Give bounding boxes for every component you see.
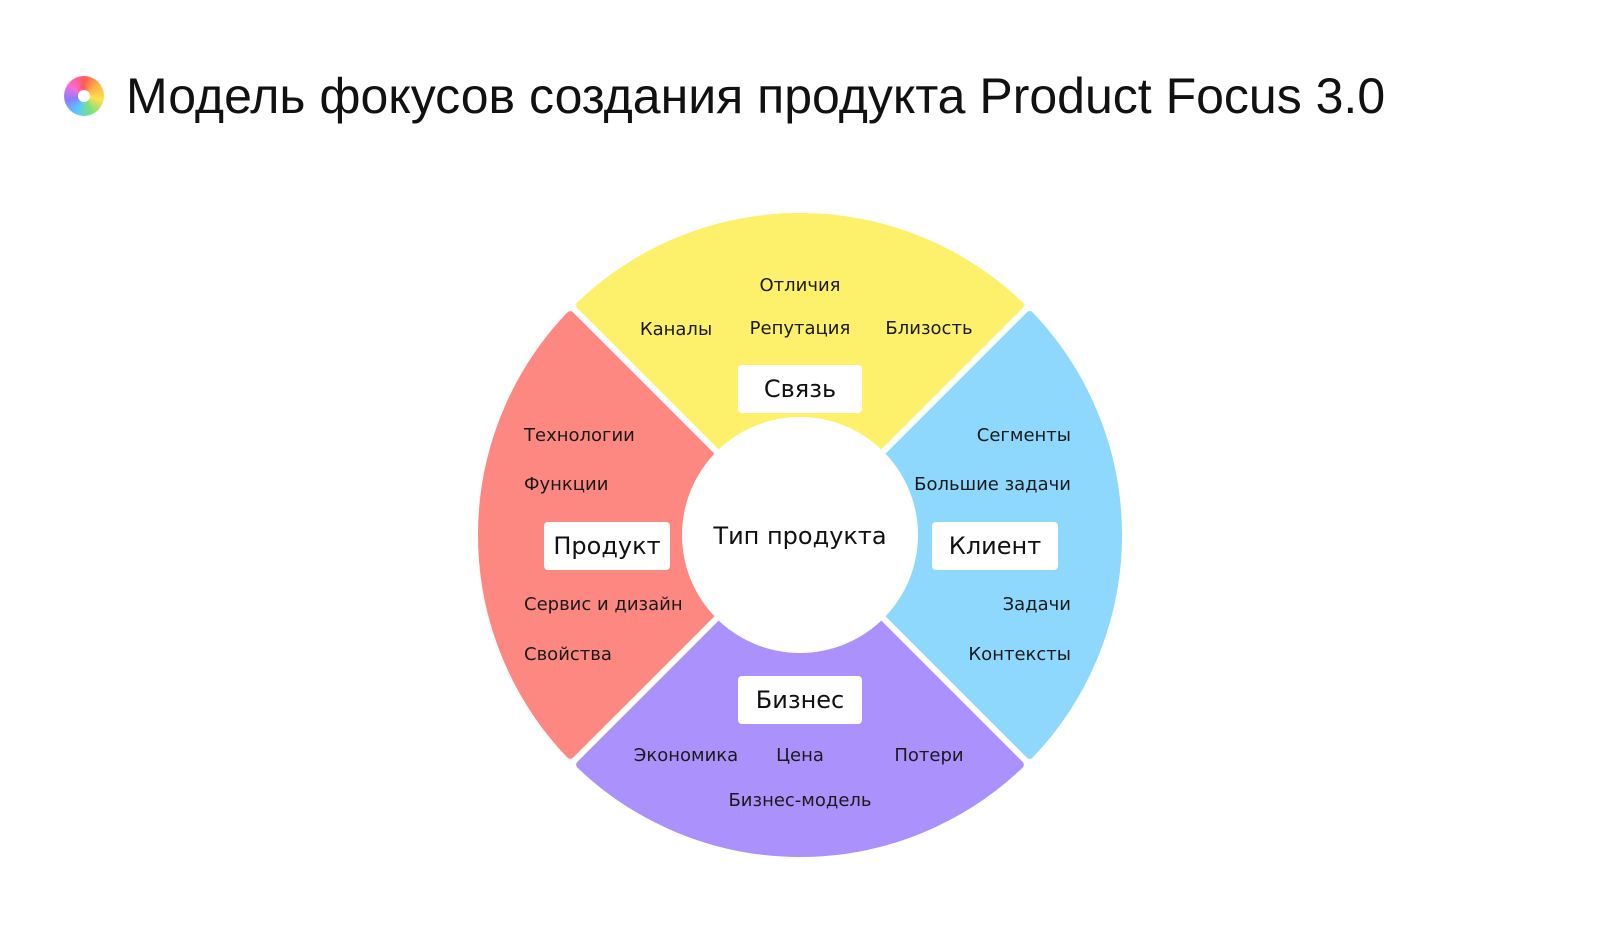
color-wheel-icon: [64, 76, 104, 116]
left-item-svoistva: Свойства: [524, 644, 612, 665]
left-sector-label-box: [544, 522, 670, 570]
right-item-zadachi: Задачи: [1003, 594, 1071, 615]
top-item-kanaly: Каналы: [640, 319, 712, 340]
bottom-sector-label: Бизнес: [756, 686, 844, 714]
right-item-konteksty: Контексты: [968, 644, 1071, 665]
bottom-item-biznes-model: Бизнес-модель: [728, 790, 871, 811]
right-sector-label: Клиент: [949, 532, 1041, 560]
bottom-sector-label-box: [738, 676, 862, 724]
page-title: Модель фокусов создания продукта Product…: [126, 68, 1386, 124]
left-item-funktsii: Функции: [524, 474, 608, 495]
right-item-bolshie-zadachi: Большие задачи: [914, 474, 1071, 495]
top-item-blizost: Близость: [885, 318, 972, 339]
bottom-item-tsena: Цена: [776, 745, 824, 766]
left-sector-label: Продукт: [553, 532, 660, 560]
right-item-segmenty: Сегменты: [977, 425, 1071, 446]
center-label: Тип продукта: [712, 522, 886, 550]
bottom-item-poteri: Потери: [894, 745, 963, 766]
right-sector-label-box: [932, 522, 1058, 570]
center-circle: [682, 417, 918, 653]
title-row: Модель фокусов создания продукта Product…: [64, 66, 1385, 126]
bottom-item-ekonomika: Экономика: [634, 745, 738, 766]
top-sector-label-box: [738, 365, 862, 413]
left-item-servis-i-dizain: Сервис и дизайн: [524, 594, 683, 615]
left-item-tekhnologii: Технологии: [523, 425, 635, 446]
top-sector-label: Связь: [764, 375, 836, 403]
top-item-otlichiya: Отличия: [759, 275, 840, 296]
top-item-reputatsiya: Репутация: [750, 318, 851, 339]
